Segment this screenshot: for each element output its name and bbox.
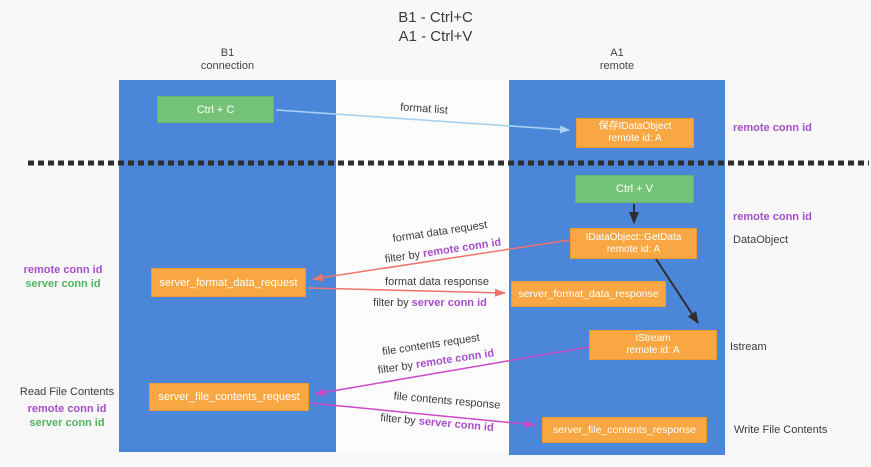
server-conn-id-text: server conn id — [411, 297, 487, 309]
annotation-write-file-contents: Write File Contents — [734, 424, 828, 436]
istream-line1: IStream — [635, 333, 671, 344]
node-server-file-contents-request: server_file_contents_request — [149, 383, 309, 411]
lane-a1-role: remote — [599, 60, 635, 72]
saved-dataobject-line1: 保存IDataObject — [598, 121, 672, 132]
edge-label-format-data-response: format data response — [385, 276, 489, 288]
annotation-istream: Istream — [730, 341, 767, 353]
left-remote-conn-id-2: remote conn id — [27, 403, 107, 415]
annotation-block-file-ids: Read File Contents remote conn id server… — [16, 385, 118, 430]
annotation-dataobject: DataObject — [733, 234, 789, 246]
saved-dataobject-line2: remote id: A — [608, 133, 662, 144]
format-request-label: server_format_data_request — [159, 276, 298, 289]
node-server-format-data-response: server_format_data_response — [511, 281, 666, 307]
istream-line2: remote id: A — [626, 345, 680, 356]
format-response-label: server_format_data_response — [518, 288, 659, 300]
filter-by-text: filter by — [373, 297, 409, 309]
annotation-remote-conn-id-mid: remote conn id — [733, 211, 812, 223]
ctrl-c-label: Ctrl + C — [196, 103, 235, 116]
lane-header-b1: B1 connection — [119, 47, 336, 73]
left-server-conn-id-1: server conn id — [25, 278, 101, 290]
node-saved-dataobject: 保存IDataObject remote id: A — [576, 118, 694, 148]
lane-header-a1: A1 remote — [509, 47, 725, 73]
lane-b1-name: B1 — [220, 47, 235, 59]
title-line-1: B1 - Ctrl+C — [398, 9, 473, 26]
ctrl-v-label: Ctrl + V — [616, 183, 653, 195]
node-ctrl-c: Ctrl + C — [157, 96, 274, 123]
node-ctrl-v: Ctrl + V — [575, 175, 694, 203]
node-istream: IStream remote id: A — [589, 330, 717, 360]
annotation-remote-conn-id-top: remote conn id — [733, 122, 812, 134]
annotation-block-format-ids: remote conn id server conn id — [18, 263, 108, 291]
getdata-line2: remote id: A — [606, 243, 661, 255]
file-request-label: server_file_contents_request — [158, 391, 300, 403]
getdata-line1: IDataObject::GetData — [585, 231, 682, 243]
title-line-2: A1 - Ctrl+V — [398, 28, 473, 45]
file-response-label: server_file_contents_response — [552, 424, 696, 436]
lane-b1-role: connection — [200, 60, 255, 72]
left-remote-conn-id-1: remote conn id — [23, 264, 103, 276]
node-server-format-data-request: server_format_data_request — [151, 268, 306, 297]
annotation-read-file-contents: Read File Contents — [19, 386, 115, 398]
lane-a1-name: A1 — [610, 47, 624, 59]
node-idataobject-getdata: IDataObject::GetData remote id: A — [570, 228, 697, 259]
diagram-title: B1 - Ctrl+C A1 - Ctrl+V — [0, 8, 871, 46]
node-server-file-contents-response: server_file_contents_response — [542, 417, 707, 443]
edge-label-filter-server-1: filter by server conn id — [373, 297, 487, 309]
left-server-conn-id-2: server conn id — [29, 417, 105, 429]
